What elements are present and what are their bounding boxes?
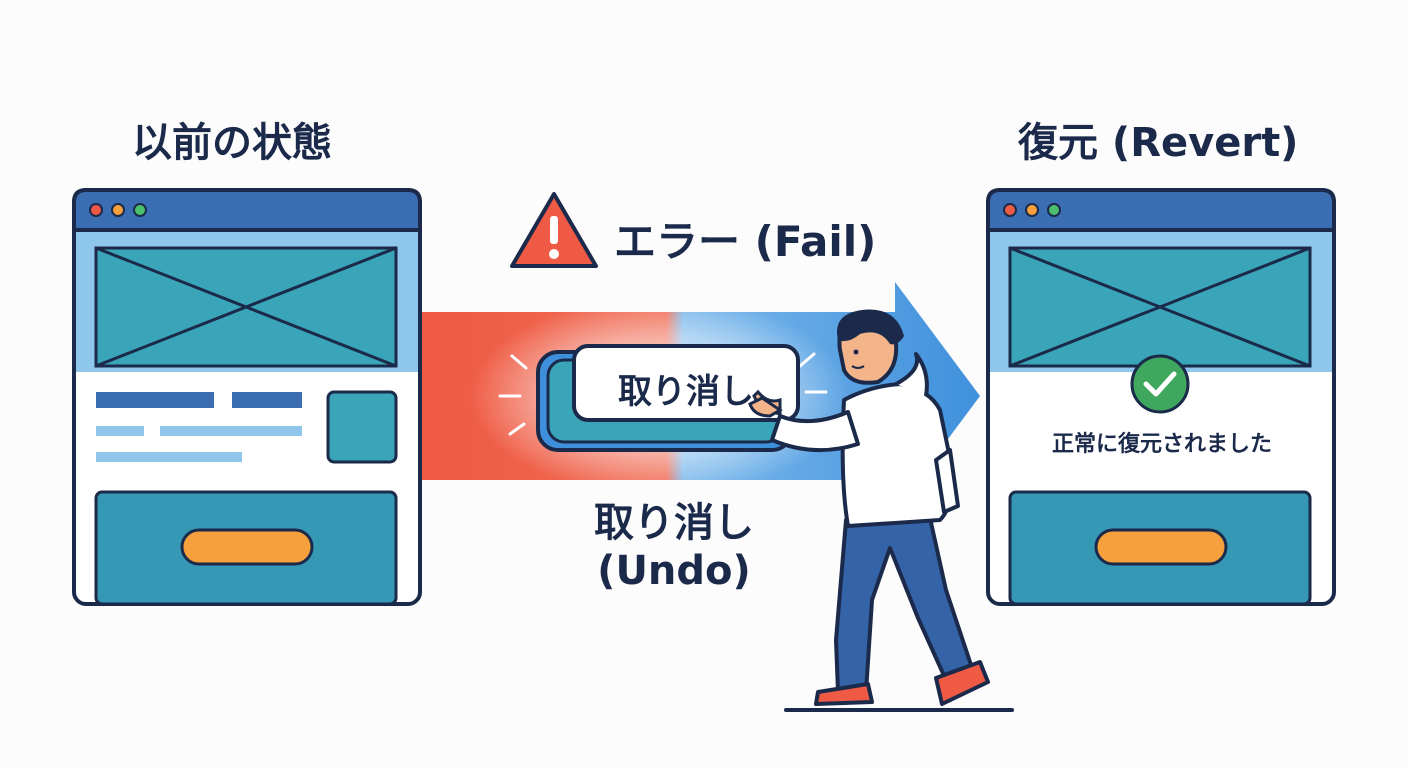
reverted-state-window <box>986 188 1336 606</box>
text-line <box>96 452 242 462</box>
maximize-dot-icon <box>1047 203 1061 217</box>
window-titlebar <box>72 188 422 232</box>
hoodie <box>840 382 955 528</box>
thumbnail-placeholder <box>326 390 398 464</box>
text-line <box>160 426 302 436</box>
undo-caption-line2: (Undo) <box>597 548 751 594</box>
revert-title: 復元 (Revert) <box>1018 120 1299 166</box>
undo-caption-line1: 取り消し <box>594 500 754 546</box>
arm <box>770 410 860 453</box>
checkmark-icon <box>1130 354 1190 414</box>
undo-button-label: 取り消し <box>618 372 754 412</box>
success-message: 正常に復元されました <box>1051 432 1272 457</box>
text-line <box>232 392 302 408</box>
close-dot-icon <box>1003 203 1017 217</box>
person-illustration <box>748 309 1014 712</box>
previous-state-window <box>72 188 422 606</box>
close-dot-icon <box>89 203 103 217</box>
cta-pill-button <box>180 528 314 566</box>
jeans <box>834 516 974 694</box>
error-label: エラー (Fail) <box>614 217 877 266</box>
right-shoe <box>934 660 990 706</box>
warning-triangle-icon <box>510 192 598 268</box>
minimize-dot-icon <box>1025 203 1039 217</box>
hair <box>837 309 904 345</box>
previous-state-title: 以前の状態 <box>132 120 332 166</box>
maximize-dot-icon <box>133 203 147 217</box>
minimize-dot-icon <box>111 203 125 217</box>
text-line <box>96 426 144 436</box>
left-shoe <box>814 682 874 706</box>
window-titlebar <box>986 188 1336 232</box>
pointing-hand <box>748 396 783 418</box>
cta-pill-button <box>1094 528 1228 566</box>
text-line <box>96 392 214 408</box>
